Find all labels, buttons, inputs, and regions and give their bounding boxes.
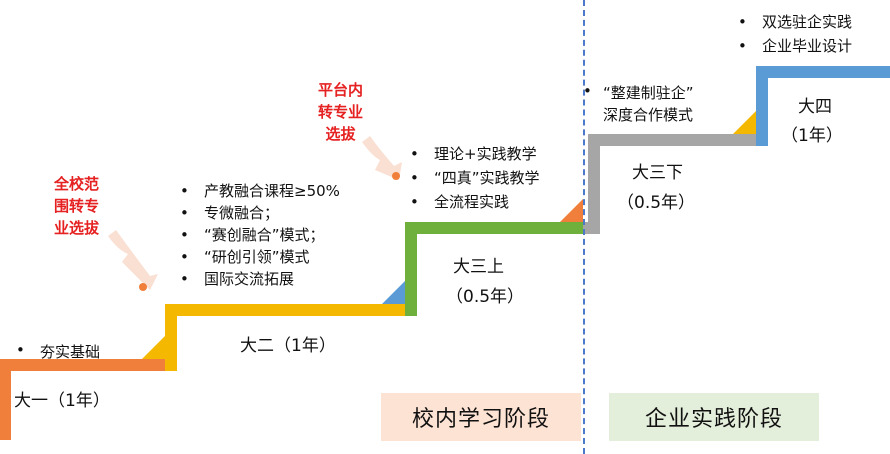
stage-3-sublabel: （0.5年） — [446, 287, 525, 307]
stage-3-label: 大三上 — [453, 257, 504, 277]
stage-2-items: 产教融合课程≥50% 专微融合； “赛创融合”模式； “研创引领”模式 国际交流… — [180, 180, 340, 290]
step-3-triangle — [560, 199, 583, 222]
list-item: 理论+实践教学 — [410, 142, 540, 166]
list-item: “赛创融合”模式； — [180, 224, 340, 246]
phase-school-label: 校内学习阶段 — [381, 393, 581, 441]
callout-arrow-1 — [108, 230, 158, 290]
list-item: 产教融合课程≥50% — [180, 180, 340, 202]
step-1-bar — [0, 359, 165, 440]
stage-4-sublabel: （0.5年） — [617, 193, 696, 213]
stage-4-bullet: • — [583, 82, 592, 100]
step-4-bar — [583, 134, 756, 234]
callout-text-1: 全校范 围转专 业选拔 — [54, 175, 100, 237]
step-2-bar — [165, 304, 405, 371]
step-2-triangle — [382, 281, 405, 304]
step-3-bar — [405, 222, 583, 316]
callout-text-2: 平台内 转专业 选拔 — [318, 81, 364, 143]
list-item: “研创引领”模式 — [180, 246, 340, 268]
stage-3-items: 理论+实践教学 “四真”实践教学 全流程实践 — [410, 142, 540, 214]
stage-1-items: 夯实基础 — [16, 341, 100, 362]
step-5-bar — [756, 66, 890, 146]
phase-enterprise-label: 企业实践阶段 — [609, 393, 819, 441]
callout-arrow-2 — [362, 136, 402, 180]
stage-4-item: “整建制驻企” 深度合作模式 — [603, 84, 694, 124]
list-item: 企业毕业设计 — [738, 34, 852, 58]
stage-5-sublabel: （1年） — [781, 126, 843, 146]
list-item: 专微融合； — [180, 202, 340, 224]
callout-dot-1 — [139, 283, 147, 291]
stage-2-label: 大二（1年） — [240, 336, 336, 356]
phase-divider — [583, 0, 585, 454]
list-item: 夯实基础 — [16, 341, 100, 362]
stage-5-items: 双选驻企实践 企业毕业设计 — [738, 10, 852, 58]
stage-5-label: 大四 — [798, 97, 832, 117]
step-4-triangle — [733, 111, 756, 134]
stage-4-label: 大三下 — [632, 163, 683, 183]
stage-1-label: 大一（1年） — [14, 391, 110, 411]
step-1-triangle — [142, 336, 165, 359]
list-item: “四真”实践教学 — [410, 166, 540, 190]
list-item: 双选驻企实践 — [738, 10, 852, 34]
list-item: 全流程实践 — [410, 190, 540, 214]
list-item: 国际交流拓展 — [180, 268, 340, 290]
callout-dot-2 — [392, 172, 400, 180]
